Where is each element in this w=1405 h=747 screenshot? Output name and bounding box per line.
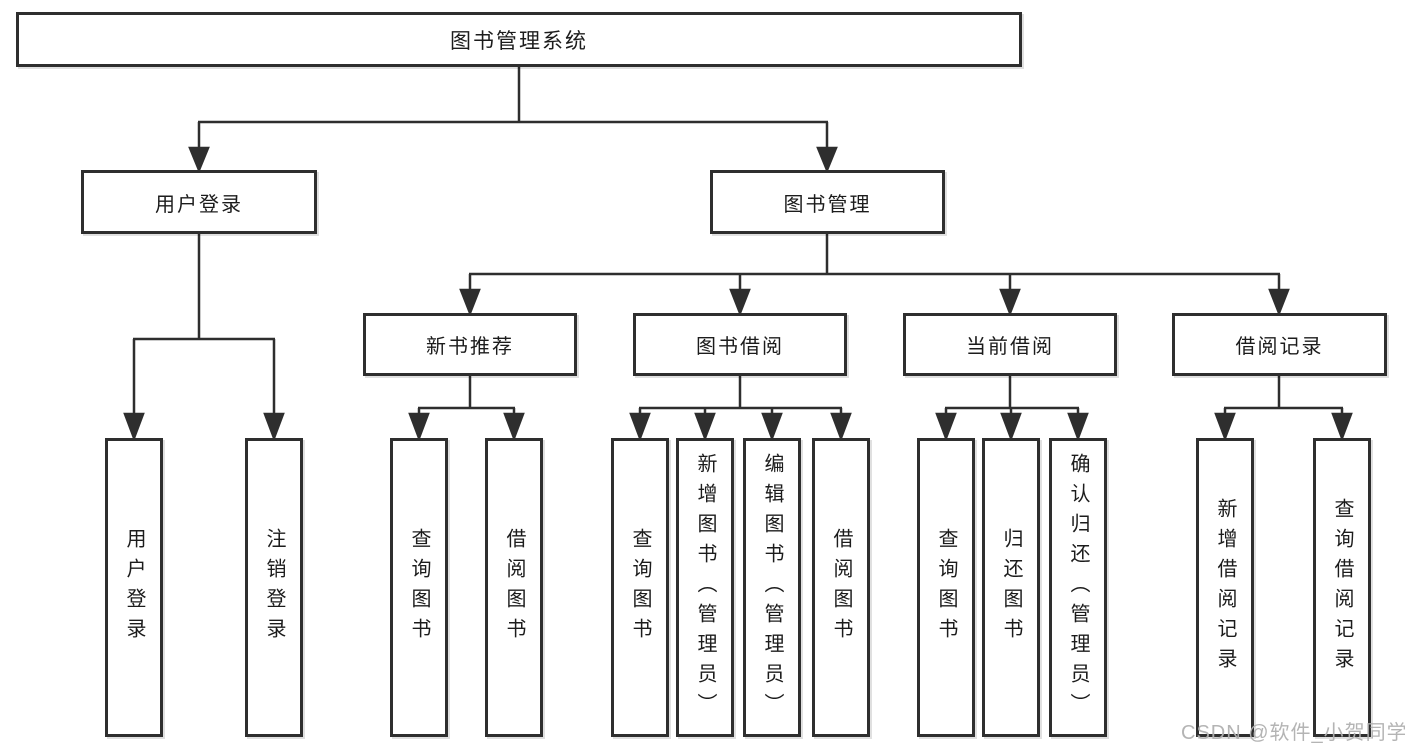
leaf-add-borrow-record: 新增借阅记录 bbox=[1196, 438, 1254, 737]
leaf-add-borrow-record-label: 新增借阅记录 bbox=[1214, 497, 1236, 678]
leaf-borrow-books-recommend-label: 借阅图书 bbox=[503, 527, 525, 648]
node-book-management-label: 图书管理 bbox=[783, 193, 872, 216]
node-current-borrowing-label: 当前借阅 bbox=[966, 336, 1054, 358]
leaf-query-books-borrowing-label: 查询图书 bbox=[629, 527, 651, 648]
csdn-watermark: CSDN @软件_小贺同学 bbox=[1181, 722, 1405, 744]
leaf-user-login-label: 用户登录 bbox=[123, 527, 145, 648]
node-book-borrowing-label: 图书借阅 bbox=[696, 336, 784, 358]
leaf-logout-label: 注销登录 bbox=[263, 527, 285, 648]
node-borrowing-records-label: 借阅记录 bbox=[1235, 336, 1324, 358]
leaf-edit-book-admin: 编辑图书（管理员） bbox=[743, 438, 801, 737]
leaf-confirm-return-admin: 确认归还（管理员） bbox=[1049, 438, 1107, 737]
node-library-system-label: 图书管理系统 bbox=[450, 29, 588, 53]
leaf-add-book-admin: 新增图书（管理员） bbox=[676, 438, 734, 737]
node-borrowing-records: 借阅记录 bbox=[1172, 313, 1387, 376]
node-book-borrowing: 图书借阅 bbox=[633, 313, 847, 376]
node-new-book-recommend-label: 新书推荐 bbox=[426, 336, 514, 358]
leaf-query-books-borrowing: 查询图书 bbox=[611, 438, 669, 737]
node-user-login-label: 用户登录 bbox=[155, 193, 243, 216]
node-book-management: 图书管理 bbox=[710, 170, 945, 234]
leaf-borrow-books-borrowing: 借阅图书 bbox=[812, 438, 870, 737]
node-new-book-recommend: 新书推荐 bbox=[363, 313, 577, 376]
leaf-query-books-recommend: 查询图书 bbox=[390, 438, 448, 737]
leaf-query-books-current: 查询图书 bbox=[917, 438, 975, 737]
leaf-confirm-return-admin-label: 确认归还（管理员） bbox=[1067, 452, 1089, 723]
leaf-return-book: 归还图书 bbox=[982, 438, 1040, 737]
leaf-borrow-books-recommend: 借阅图书 bbox=[485, 438, 543, 737]
leaf-query-books-recommend-label: 查询图书 bbox=[408, 527, 430, 648]
leaf-add-book-admin-label: 新增图书（管理员） bbox=[694, 452, 716, 723]
leaf-borrow-books-borrowing-label: 借阅图书 bbox=[830, 527, 852, 648]
leaf-query-borrow-record-label: 查询借阅记录 bbox=[1331, 497, 1353, 678]
leaf-user-login: 用户登录 bbox=[105, 438, 163, 737]
leaf-query-borrow-record: 查询借阅记录 bbox=[1313, 438, 1371, 737]
node-current-borrowing: 当前借阅 bbox=[903, 313, 1117, 376]
node-library-system: 图书管理系统 bbox=[16, 12, 1022, 67]
leaf-logout: 注销登录 bbox=[245, 438, 303, 737]
leaf-query-books-current-label: 查询图书 bbox=[935, 527, 957, 648]
leaf-edit-book-admin-label: 编辑图书（管理员） bbox=[761, 452, 783, 723]
leaf-return-book-label: 归还图书 bbox=[1000, 527, 1022, 648]
node-user-login: 用户登录 bbox=[81, 170, 317, 234]
